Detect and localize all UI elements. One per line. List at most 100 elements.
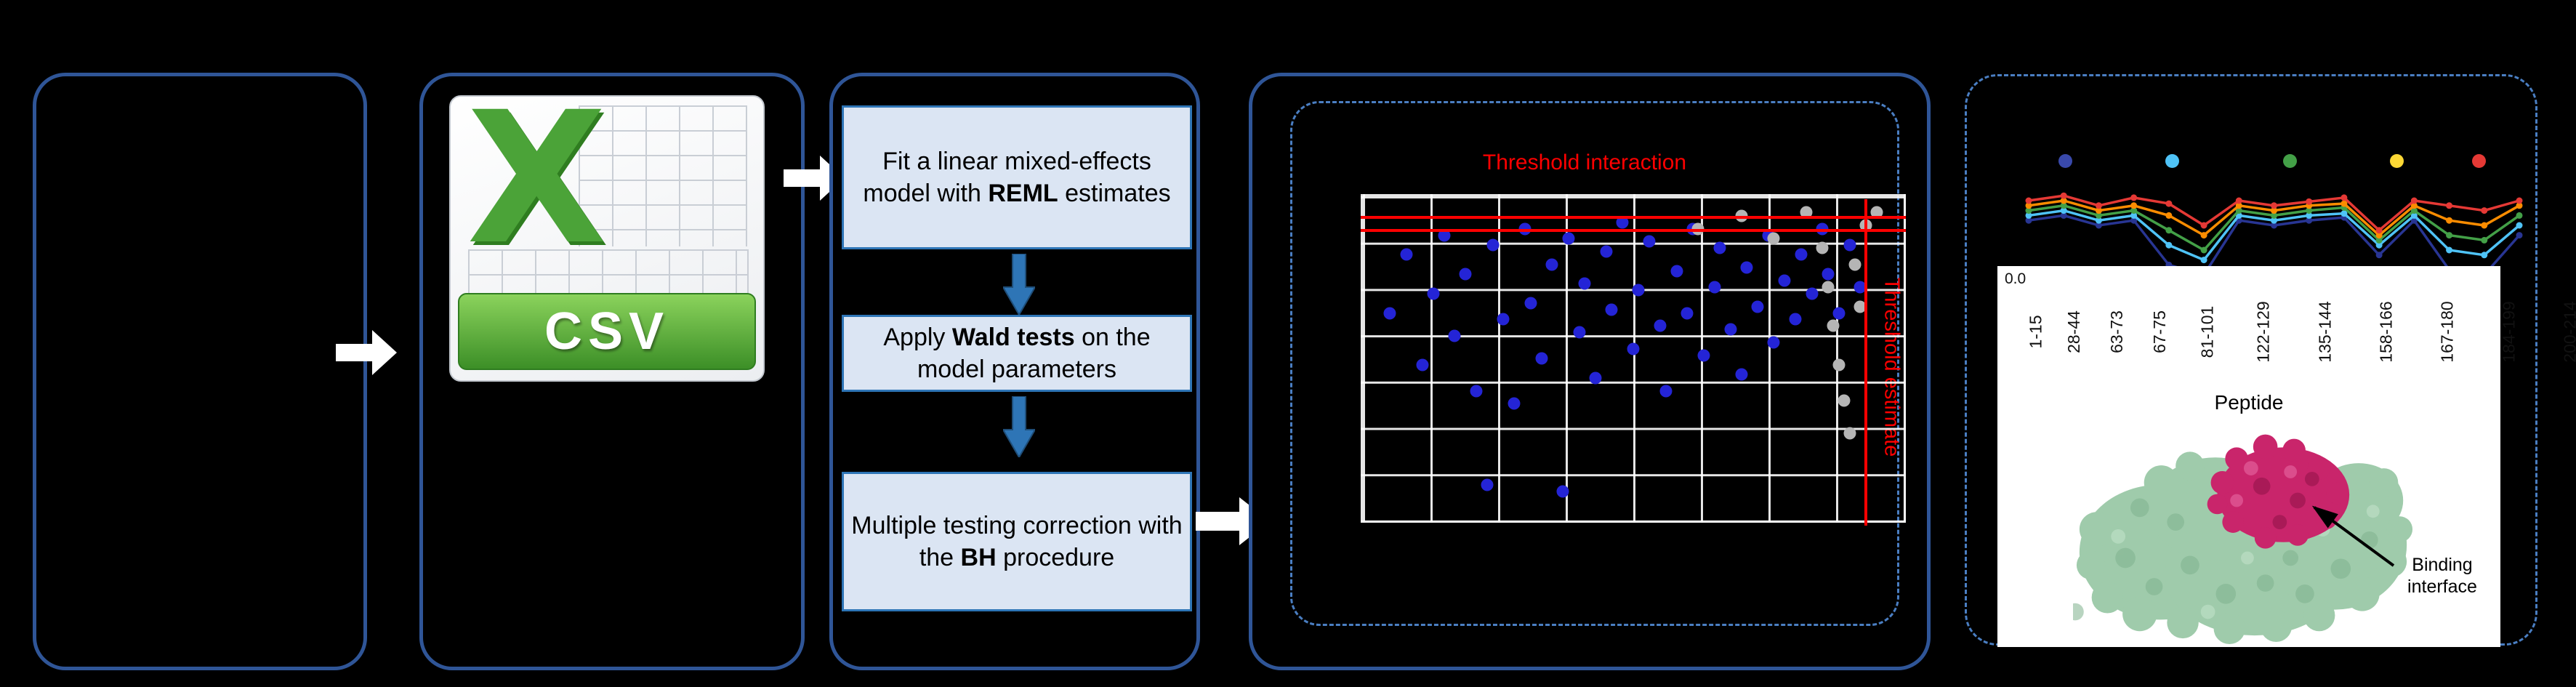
scatter-point <box>1427 287 1440 300</box>
csv-banner-label: CSV <box>458 293 756 370</box>
scatter-point <box>1697 349 1710 362</box>
binding-interface-label: Binding interface <box>2407 555 2477 597</box>
scatter-point <box>1562 232 1575 245</box>
scatter-point <box>1497 313 1510 326</box>
peptide-label: 122-129 <box>2253 300 2273 363</box>
scatter-point <box>1643 235 1656 248</box>
step-text: Multiple testing correction with the BH … <box>851 511 1183 571</box>
scatter-point <box>1724 323 1737 336</box>
scatter-point <box>1848 258 1861 271</box>
scatter-point <box>1459 268 1472 281</box>
down-arrow-icon <box>1003 396 1035 457</box>
scatter-point <box>1853 281 1867 294</box>
scatter-point <box>1795 248 1808 261</box>
scatter-point <box>1681 307 1694 320</box>
scatter-point <box>1853 300 1867 313</box>
scatter-point <box>1400 248 1413 261</box>
scatter-point <box>1578 277 1591 290</box>
scatter-point <box>1800 206 1813 219</box>
legend-dot <box>2058 154 2072 168</box>
peptide-label: 200-214 <box>2560 300 2576 363</box>
peptide-label: 67-75 <box>2149 310 2169 353</box>
peptide-axis-block: 0.0 1-15 28-44 63-73 67-75 81-101 122-129 135-… <box>1997 266 2576 647</box>
scatter-point <box>1822 281 1835 294</box>
scatter-point <box>1670 265 1683 278</box>
scatter-point <box>1751 300 1764 313</box>
scatter-point <box>1843 238 1856 252</box>
scatter-point <box>1556 485 1569 498</box>
scatter-point <box>1827 319 1840 332</box>
scatter-point <box>1605 303 1618 316</box>
scatter-point <box>1832 307 1846 320</box>
threshold-interaction-label: Threshold interaction <box>1482 150 1687 174</box>
line-chart-svg <box>2025 192 2523 278</box>
scatter-point <box>1870 206 1883 219</box>
scatter-point <box>1822 268 1835 281</box>
y-tick-label: 0.0 <box>2005 270 2026 287</box>
scatter-point <box>1416 358 1429 371</box>
step-box-reml: Fit a linear mixed-effects model with RE… <box>842 105 1192 249</box>
down-arrow-icon <box>1003 254 1035 315</box>
scatter-plot <box>1361 194 1906 526</box>
legend-dot <box>2165 154 2179 168</box>
step-text: Fit a linear mixed-effects model with RE… <box>863 147 1171 207</box>
peptide-label: 81-101 <box>2197 305 2216 358</box>
step-text: Apply Wald tests on the model parameters <box>883 323 1151 383</box>
peptide-label: 28-44 <box>2064 310 2083 353</box>
scatter-point <box>1767 336 1780 349</box>
scatter-point <box>1438 229 1451 242</box>
peptide-label: 184-199 <box>2499 300 2519 363</box>
threshold-line-vertical <box>1864 199 1868 526</box>
scatter-point <box>1832 358 1846 371</box>
peptide-label: 1-15 <box>2026 314 2045 349</box>
scatter-point <box>1713 241 1726 254</box>
scatter-point <box>1735 368 1748 381</box>
legend-dot <box>2472 154 2486 168</box>
peptide-tick-labels: 1-15 28-44 63-73 67-75 81-101 122-129 135-144 1… <box>2019 276 2576 387</box>
step-box-bh: Multiple testing correction with the BH … <box>842 472 1192 611</box>
step-box-wald: Apply Wald tests on the model parameters <box>842 315 1192 392</box>
threshold-line-horizontal <box>1361 228 1906 232</box>
scatter-point <box>1545 258 1558 271</box>
panel-input <box>33 73 367 670</box>
spreadsheet-grid <box>579 105 747 246</box>
legend-dot <box>2390 154 2404 168</box>
peptide-label: 135-144 <box>2315 300 2335 363</box>
flow-arrow-right-icon <box>336 330 397 375</box>
scatter-point <box>1843 427 1856 440</box>
scatter-point <box>1486 238 1500 252</box>
scatter-point <box>1600 245 1613 258</box>
scatter-point <box>1740 261 1753 274</box>
scatter-points-layer <box>1363 196 1904 521</box>
scatter-point <box>1524 297 1537 310</box>
peptide-label: 158-166 <box>2376 300 2396 363</box>
spreadsheet-grid <box>468 249 749 300</box>
scatter-point <box>1708 281 1721 294</box>
protein-structure-image <box>2073 434 2413 644</box>
peptide-label: 63-73 <box>2106 310 2126 353</box>
scatter-point <box>1659 385 1673 398</box>
scatter-point <box>1508 397 1521 410</box>
legend-dot <box>2283 154 2297 168</box>
line-chart <box>2018 144 2530 282</box>
scatter-point <box>1767 232 1780 245</box>
scatter-point <box>1632 284 1645 297</box>
scatter-point <box>1627 342 1640 355</box>
scatter-point <box>1654 319 1667 332</box>
scatter-point <box>1573 326 1586 339</box>
panel-csv-file: X CSV <box>419 73 805 670</box>
csv-file-icon: X CSV <box>449 88 765 382</box>
scatter-point <box>1806 287 1819 300</box>
threshold-line-horizontal <box>1361 215 1906 219</box>
panel-model-steps: Fit a linear mixed-effects model with RE… <box>829 73 1200 670</box>
scatter-point <box>1616 216 1629 229</box>
scatter-point <box>1838 394 1851 407</box>
scatter-point <box>1383 307 1396 320</box>
scatter-point <box>1789 313 1802 326</box>
scatter-point <box>1535 352 1548 365</box>
excel-x-logo: X <box>467 73 607 284</box>
scatter-point <box>1448 329 1461 342</box>
scatter-point <box>1470 385 1483 398</box>
scatter-point <box>1481 478 1494 491</box>
